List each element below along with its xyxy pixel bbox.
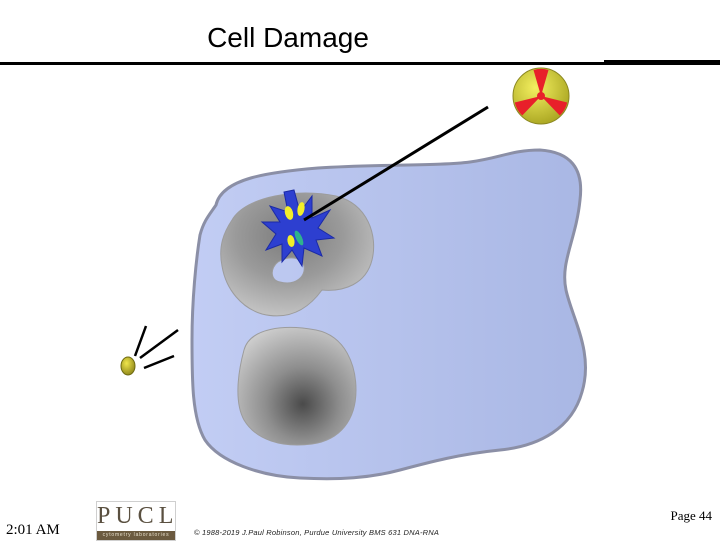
logo-tagline: cytometry laboratories	[102, 532, 170, 538]
emission-line	[139, 328, 179, 360]
emission-line	[133, 325, 148, 357]
logo-letters: PUCL	[97, 503, 179, 529]
page-number: Page 44	[670, 508, 712, 523]
slide-title: Cell Damage	[207, 22, 369, 53]
damage-spot-icon	[294, 230, 304, 246]
nucleus-lower-lobe	[237, 327, 357, 446]
emission-line	[143, 354, 175, 370]
damage-spot-icon	[287, 235, 295, 247]
damage-spot-icon	[297, 202, 305, 216]
particle-icon	[120, 356, 136, 376]
radiation-beam-line	[303, 105, 489, 222]
title-rule-tail	[604, 60, 720, 63]
logo-strip	[97, 531, 175, 540]
radiation-symbol-icon	[512, 67, 570, 125]
clock-text: 2:01 AM	[6, 522, 60, 538]
dna-damage-burst-icon	[260, 189, 336, 268]
pucl-logo: PUCL cytometry laboratories	[96, 501, 176, 541]
title-rule	[0, 62, 720, 65]
damage-spot-icon	[284, 206, 294, 220]
copyright-text: © 1988-2019 J.Paul Robinson, Purdue Univ…	[194, 528, 440, 537]
